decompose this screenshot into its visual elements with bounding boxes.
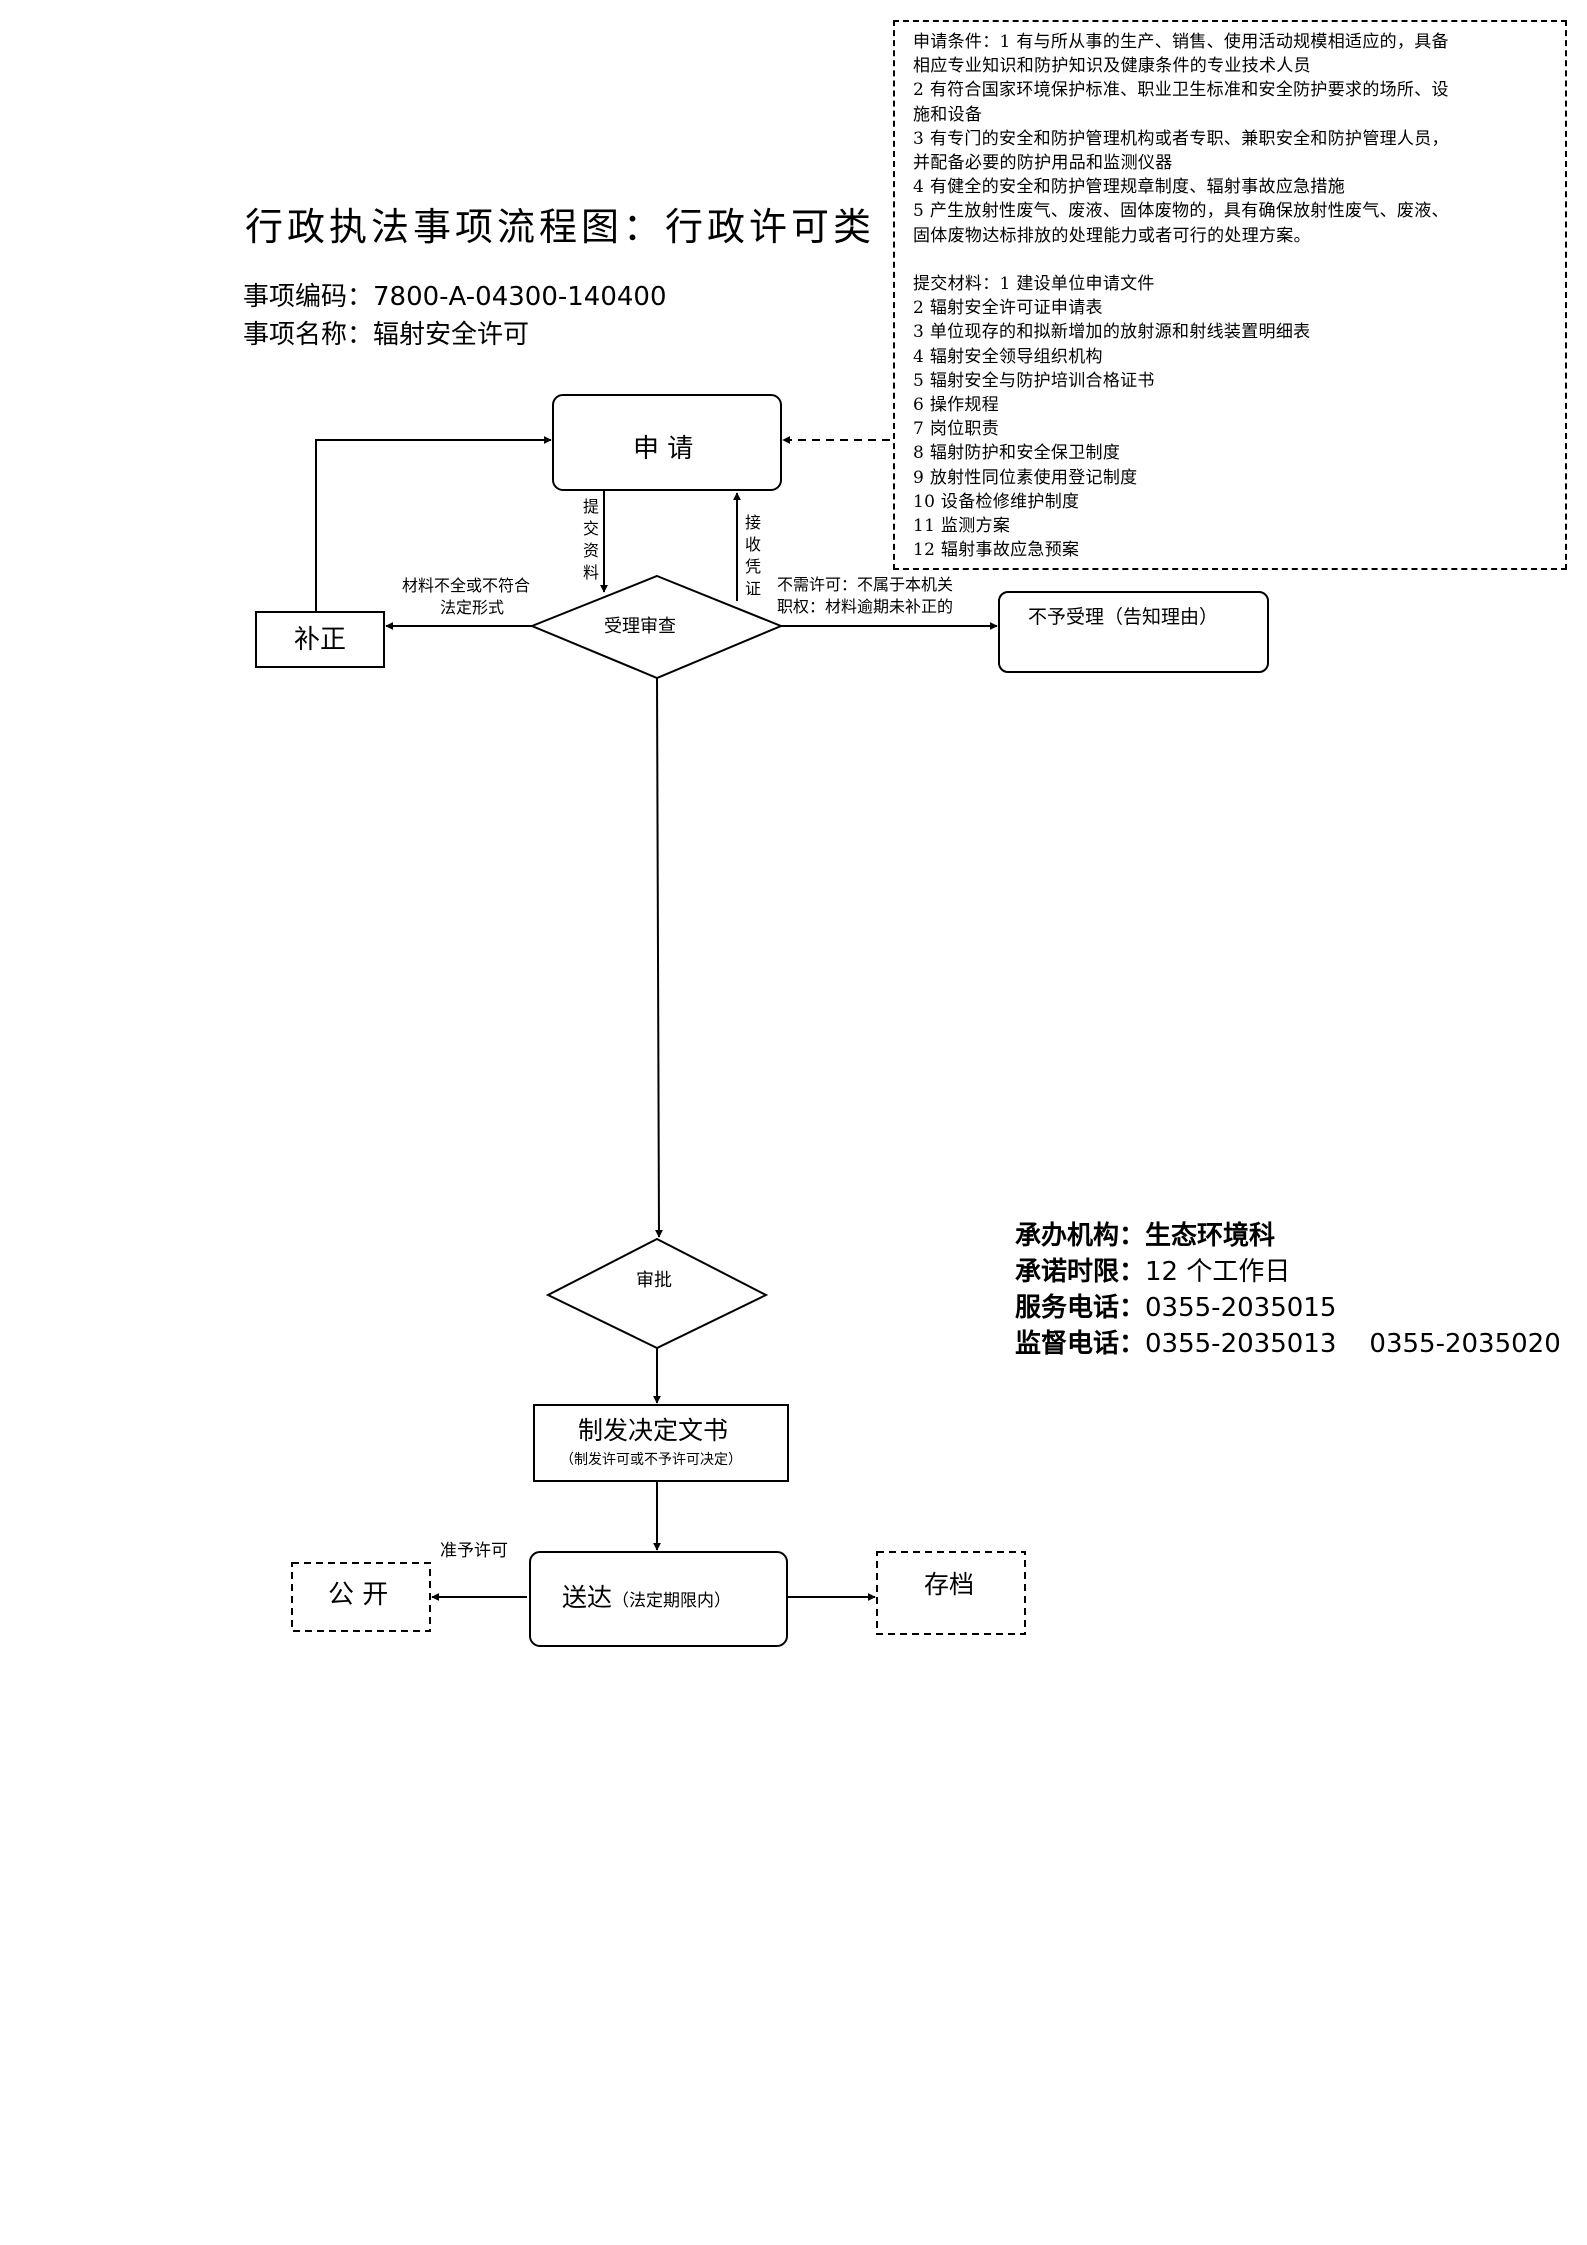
service-phone-value: 0355-2035015: [1145, 1293, 1337, 1323]
conditions-line: 10 设备检修维护制度: [913, 491, 1080, 512]
apply-label: 申 请: [633, 434, 694, 464]
conditions-line: 12 辐射事故应急预案: [913, 540, 1080, 561]
agency-value: 生态环境科: [1145, 1221, 1276, 1251]
item-name: 事项名称：辐射安全许可: [243, 320, 530, 350]
decision-box: [533, 1404, 789, 1482]
approve-label: 审批: [636, 1270, 672, 1291]
conditions-line: 提交材料：1 建设单位申请文件: [913, 274, 1155, 294]
deliver-main: 送达: [562, 1583, 613, 1612]
deliver-sub: （法定期限内）: [612, 1591, 732, 1611]
archive-box: [876, 1551, 1026, 1635]
conditions-line: 11 监测方案: [913, 516, 1011, 536]
receipt-edge-label: 接收凭证: [744, 513, 761, 598]
submit-edge-label: 提交资料: [582, 497, 599, 582]
conditions-line: 3 有专门的安全和防护管理机构或者专职、兼职安全和防护管理人员，: [913, 128, 1449, 149]
correction-box: [255, 611, 385, 668]
no-permit-label-1: 不需许可：不属于本机关: [777, 575, 954, 594]
deadline-value: 12 个工作日: [1145, 1257, 1291, 1287]
conditions-line: 4 辐射安全领导组织机构: [913, 346, 1103, 367]
review-label: 受理审查: [604, 616, 676, 637]
deliver-box: [529, 1551, 788, 1647]
reject-box: [998, 591, 1269, 673]
arrow-review-to-approve: [654, 677, 663, 1238]
conditions-line: 5 产生放射性废气、废液、固体废物的，具有确保放射性废气、废液、: [913, 201, 1449, 222]
decision-sublabel: （制发许可或不予许可决定）: [560, 1452, 742, 1468]
conditions-line: 5 辐射安全与防护培训合格证书: [913, 370, 1155, 391]
deadline-label: 承诺时限：: [1015, 1257, 1146, 1287]
conditions-line: 7 岗位职责: [913, 419, 1000, 440]
deliver-label: 送达（法定期限内）: [562, 1585, 731, 1610]
conditions-line: 8 辐射防护和安全保卫制度: [913, 443, 1121, 464]
conditions-line: 并配备必要的防护用品和监测仪器: [913, 153, 1173, 173]
conditions-line: 相应专业知识和防护知识及健康条件的专业技术人员: [913, 56, 1311, 77]
no-permit-label-2: 职权：材料逾期未补正的: [777, 597, 954, 616]
service-phone-row: 服务电话：0355-2035015: [1015, 1290, 1561, 1326]
deadline-row: 承诺时限：12 个工作日: [1015, 1254, 1561, 1290]
publish-box: [291, 1562, 431, 1632]
agency-label: 承办机构：: [1015, 1221, 1146, 1251]
contact-info: 承办机构：生态环境科 承诺时限：12 个工作日 服务电话：0355-203501…: [1015, 1218, 1561, 1362]
service-phone-label: 服务电话：: [1015, 1293, 1146, 1323]
supervise-phone-row: 监督电话：0355-2035013 0355-2035020: [1015, 1326, 1561, 1362]
incomplete-label-2: 法定形式: [440, 598, 505, 617]
arrow-correction-to-apply: [315, 436, 552, 612]
supervise-phone-label: 监督电话：: [1015, 1329, 1146, 1359]
conditions-line: 2 有符合国家环境保护标准、职业卫生标准和安全防护要求的场所、设: [913, 80, 1449, 101]
agency-row: 承办机构：生态环境科: [1015, 1218, 1561, 1254]
supervise-phone-value: 0355-2035013 0355-2035020: [1145, 1329, 1561, 1359]
page-title: 行政执法事项流程图：行政许可类: [245, 205, 876, 249]
incomplete-label-1: 材料不全或不符合: [402, 576, 531, 595]
reject-label: 不予受理（告知理由）: [1028, 606, 1219, 628]
conditions-box: 申请条件：1 有与所从事的生产、销售、使用活动规模相适应的，具备相应专业知识和防…: [893, 20, 1567, 570]
conditions-line: 9 放射性同位素使用登记制度: [913, 467, 1138, 488]
correction-label: 补正: [294, 625, 347, 655]
apply-box: [552, 394, 782, 491]
conditions-line: 施和设备: [913, 104, 983, 125]
conditions-line: 6 操作规程: [913, 395, 1000, 415]
publish-label: 公 开: [328, 1580, 389, 1610]
conditions-line: 固体废物达标排放的处理能力或者可行的处理方案。: [913, 225, 1311, 246]
conditions-line: 4 有健全的安全和防护管理规章制度、辐射事故应急措施: [913, 177, 1346, 198]
item-code: 事项编码：7800-A-04300-140400: [243, 282, 667, 312]
approve-diamond: [545, 1237, 769, 1350]
conditions-line: 2 辐射安全许可证申请表: [913, 298, 1103, 319]
granted-edge-label: 准予许可: [440, 1541, 508, 1561]
archive-label: 存档: [924, 1570, 975, 1599]
decision-label: 制发决定文书: [578, 1416, 729, 1445]
conditions-line: 3 单位现存的和拟新增加的放射源和射线装置明细表: [913, 322, 1311, 343]
conditions-line: 申请条件：1 有与所从事的生产、销售、使用活动规模相适应的，具备: [913, 32, 1449, 52]
